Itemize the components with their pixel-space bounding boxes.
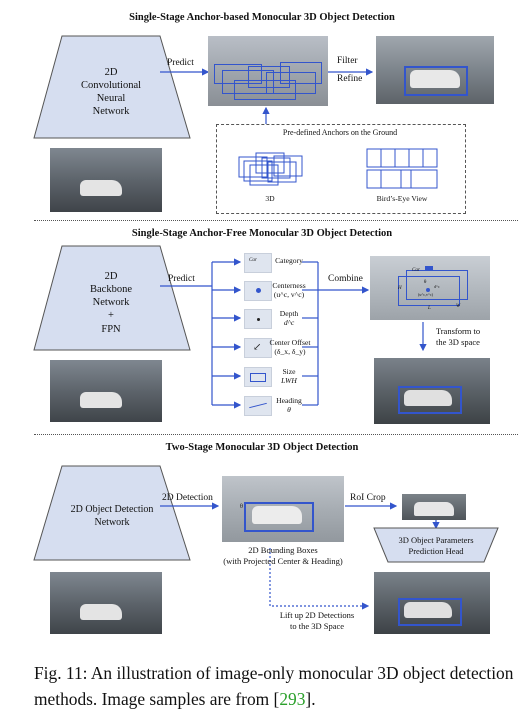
separator-2	[34, 434, 518, 435]
anchors-scene-image	[208, 36, 328, 106]
result-image-1	[376, 36, 494, 104]
depth-feature	[244, 309, 272, 329]
size-feature	[244, 367, 272, 387]
head-centerness: Centerness(u^c, v^c)	[272, 281, 306, 300]
input-image-2	[50, 360, 162, 422]
section1-title: Single-Stage Anchor-based Monocular 3D O…	[129, 12, 395, 23]
roi-crop-image	[402, 494, 466, 520]
prediction-head-trapezoid	[373, 527, 499, 563]
bbox-image: θ	[222, 476, 344, 542]
heading-feature	[244, 396, 272, 416]
detection-label: 2D Detection	[162, 493, 213, 503]
centerness-feature	[244, 281, 272, 301]
backbone-label: 2D Backbone Network + FPN	[90, 271, 132, 335]
anchors-box	[216, 124, 466, 214]
predict-label: Predict	[167, 58, 194, 68]
separator-1	[34, 220, 518, 221]
anchors-title: Pre-defined Anchors on the Ground	[282, 128, 398, 137]
predict-label-2: Predict	[168, 274, 195, 284]
result-image-3	[374, 572, 490, 634]
bbox-label: 2D Bounding Boxes (with Projected Center…	[223, 545, 343, 566]
filter-label: Filter	[337, 56, 358, 66]
anchors-3d-label: 3D	[265, 194, 275, 203]
figure-caption: Fig. 11: An illustration of image-only m…	[34, 663, 514, 710]
input-image-1	[50, 148, 162, 212]
anchors-bev-label: Bird’s-Eye View	[376, 194, 428, 203]
cnn-label: 2D Convolutional Neural Network	[80, 67, 142, 118]
input-image-3	[50, 572, 162, 634]
result-image-2	[374, 358, 490, 424]
combined-annotation-image: Car H L W θ (u^c,v^c) d^c	[370, 256, 490, 320]
det-trapezoid	[33, 465, 191, 561]
prediction-head-label: 3D Object Parameters Prediction Head	[398, 535, 474, 556]
cnn-trapezoid	[33, 35, 191, 139]
section3-title: Two-Stage Monocular 3D Object Detection	[165, 442, 359, 453]
anchors-3d-drawing	[238, 152, 303, 186]
lift-label: Lift up 2D Detections to the 3D Space	[279, 610, 355, 631]
transform-label: Transform to the 3D space	[435, 326, 481, 347]
anchors-bev-drawing	[366, 148, 438, 189]
combine-label: Combine	[328, 274, 363, 284]
det-network-label: 2D Object Detection Network	[70, 504, 154, 528]
head-category: Category	[275, 256, 303, 265]
lift-arrow	[269, 548, 370, 610]
citation-link[interactable]: 293	[279, 689, 306, 710]
offset-feature: ↙	[244, 338, 272, 358]
category-feature: Car	[244, 253, 272, 273]
refine-label: Refine	[337, 74, 363, 84]
backbone-trapezoid	[33, 245, 191, 351]
roi-label: RoI Crop	[350, 493, 386, 503]
head-offset: Center Offset(δ_x, δ_y)	[269, 338, 311, 357]
section2-title: Single-Stage Anchor-Free Monocular 3D Ob…	[131, 228, 393, 239]
